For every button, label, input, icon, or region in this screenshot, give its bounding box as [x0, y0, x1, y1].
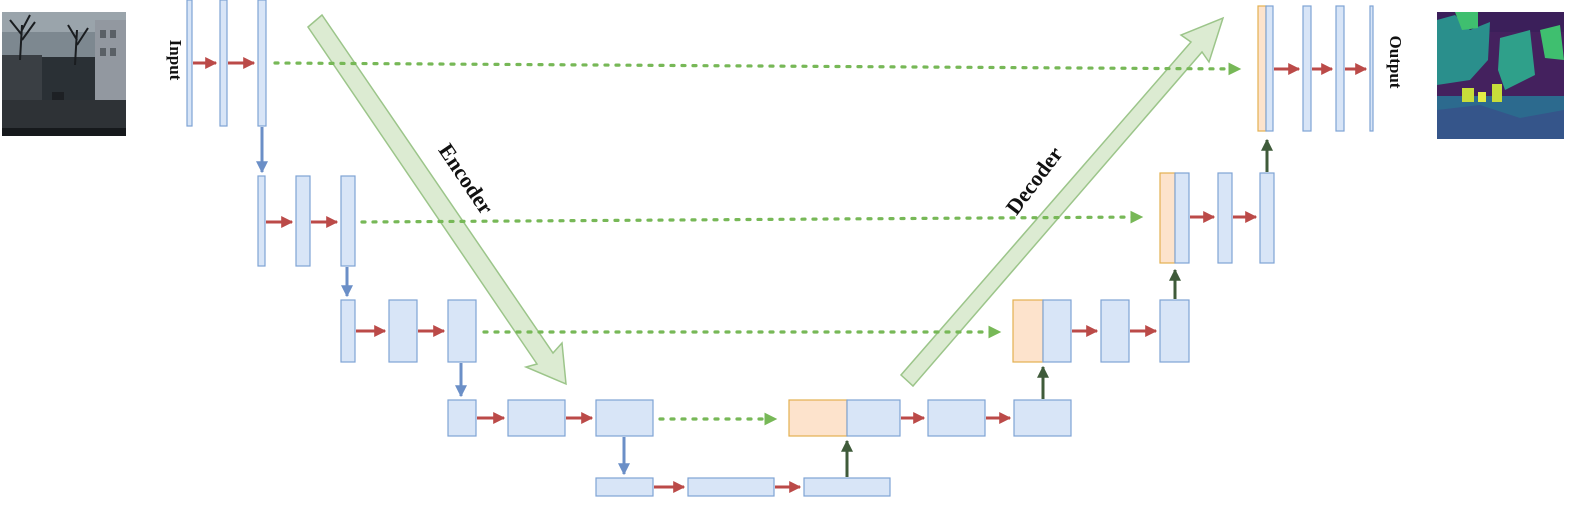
feature-map-dec3-a: [1042, 299, 1072, 363]
feature-map-enc3-a: [340, 299, 356, 363]
feature-map-enc3-b: [388, 299, 418, 363]
feature-map-dec1-a: [1265, 5, 1274, 132]
feature-map-dec1-b: [1302, 5, 1312, 132]
encoder-arrow: [307, 13, 567, 386]
skip-connection-level-1: [273, 61, 1242, 76]
feature-map-dec2-c: [1259, 172, 1275, 264]
feature-map-dec4-b: [927, 399, 986, 437]
feature-map-enc4-a: [447, 399, 477, 437]
feature-map-dec3-c: [1159, 299, 1190, 363]
concat-map-dec3: [1012, 299, 1044, 363]
feature-map-enc2-c: [340, 175, 356, 267]
output-image: [1437, 12, 1564, 139]
output-label: Output: [1386, 36, 1405, 89]
feature-map-bottleneck-c: [803, 477, 891, 497]
concat-map-dec2: [1159, 172, 1176, 264]
feature-map-dec1-output: [1369, 5, 1374, 132]
input-image: [2, 12, 126, 136]
feature-map-dec1-c: [1335, 5, 1345, 132]
feature-map-bottleneck-a: [595, 477, 654, 497]
skip-connection-level-2: [360, 210, 1144, 224]
feature-map-dec4-c: [1013, 399, 1072, 437]
feature-map-dec4-a: [846, 399, 901, 437]
decoder-arrow: [899, 16, 1225, 388]
feature-map-dec2-b: [1217, 172, 1233, 264]
input-label: Input: [166, 40, 185, 81]
feature-map-enc1-c: [257, 0, 267, 127]
feature-map-enc1-b: [219, 0, 228, 127]
concat-map-dec1: [1257, 5, 1267, 132]
feature-map-dec2-a: [1174, 172, 1190, 264]
feature-map-enc2-b: [295, 175, 311, 267]
feature-map-dec3-b: [1100, 299, 1130, 363]
concat-map-dec4: [788, 399, 848, 437]
feature-map-enc4-b: [507, 399, 566, 437]
feature-map-bottleneck-b: [687, 477, 775, 497]
feature-map-enc3-c: [447, 299, 477, 363]
feature-map-enc2-a: [257, 175, 266, 267]
feature-map-enc1-a: [186, 0, 193, 127]
feature-map-enc4-c: [595, 399, 654, 437]
